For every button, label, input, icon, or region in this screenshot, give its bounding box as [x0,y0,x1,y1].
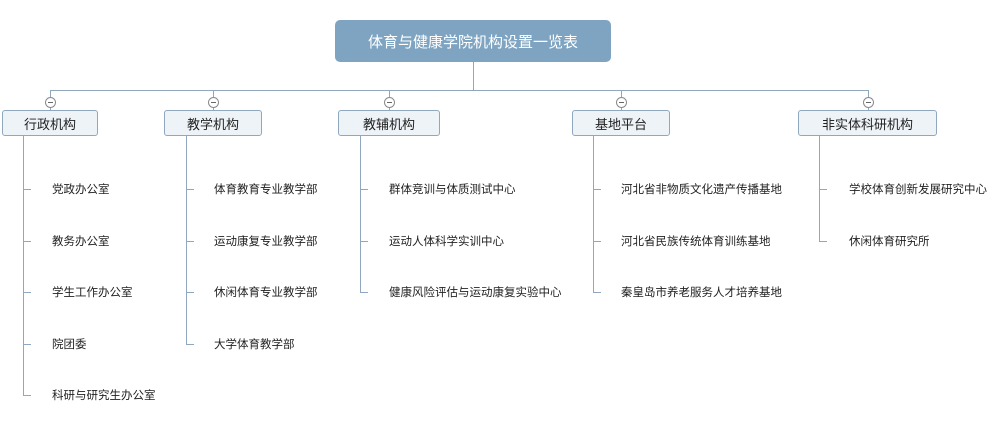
leaf-connector [819,241,827,242]
leaf-connector [593,189,601,190]
leaf-stem [819,136,820,241]
root-title: 体育与健康学院机构设置一览表 [367,32,578,51]
leaf-connector [23,395,31,396]
root-connector [473,62,474,90]
collapse-toggle-icon[interactable] [616,97,627,108]
leaf-stem [360,136,361,292]
collapse-toggle-icon[interactable] [45,97,56,108]
root-node: 体育与健康学院机构设置一览表 [335,20,611,62]
branch-label: 基地平台 [594,117,647,133]
leaf-connector [593,241,601,242]
leaf-connector [360,292,368,293]
leaf-node[interactable]: 学校体育创新发展研究中心 [849,182,987,196]
leaf-connector [819,189,827,190]
branch-label: 非实体科研机构 [821,117,913,133]
branch-label: 行政机构 [23,117,76,133]
branch-bus [50,90,868,91]
branch-label: 教辅机构 [362,117,415,133]
branch-label: 教学机构 [186,117,239,133]
leaf-node[interactable]: 院团委 [52,337,87,351]
leaf-node[interactable]: 科研与研究生办公室 [52,388,156,402]
leaf-node[interactable]: 河北省非物质文化遗产传播基地 [621,182,782,196]
branch-node[interactable]: 行政机构 [2,110,98,136]
leaf-connector [23,241,31,242]
leaf-connector [360,189,368,190]
leaf-connector [23,189,31,190]
leaf-connector [186,241,194,242]
leaf-node[interactable]: 健康风险评估与运动康复实验中心 [389,285,562,299]
leaf-node[interactable]: 河北省民族传统体育训练基地 [621,234,771,248]
leaf-stem [593,136,594,292]
leaf-connector [186,189,194,190]
leaf-node[interactable]: 群体竞训与体质测试中心 [389,182,516,196]
leaf-connector [360,241,368,242]
collapse-toggle-icon[interactable] [208,97,219,108]
leaf-connector [593,292,601,293]
branch-node[interactable]: 教学机构 [164,110,262,136]
leaf-connector [186,344,194,345]
collapse-toggle-icon[interactable] [863,97,874,108]
leaf-node[interactable]: 学生工作办公室 [52,285,133,299]
leaf-node[interactable]: 秦皇岛市养老服务人才培养基地 [621,285,782,299]
leaf-node[interactable]: 运动康复专业教学部 [214,234,318,248]
branch-node[interactable]: 基地平台 [572,110,670,136]
branch-node[interactable]: 教辅机构 [338,110,440,136]
leaf-node[interactable]: 大学体育教学部 [214,337,295,351]
leaf-connector [23,344,31,345]
leaf-stem [23,136,24,395]
leaf-node[interactable]: 党政办公室 [52,182,110,196]
collapse-toggle-icon[interactable] [384,97,395,108]
leaf-node[interactable]: 体育教育专业教学部 [214,182,318,196]
leaf-node[interactable]: 休闲体育专业教学部 [214,285,318,299]
leaf-connector [23,292,31,293]
leaf-stem [186,136,187,344]
leaf-node[interactable]: 运动人体科学实训中心 [389,234,504,248]
leaf-node[interactable]: 休闲体育研究所 [849,234,930,248]
branch-node[interactable]: 非实体科研机构 [798,110,937,136]
leaf-node[interactable]: 教务办公室 [52,234,110,248]
leaf-connector [186,292,194,293]
